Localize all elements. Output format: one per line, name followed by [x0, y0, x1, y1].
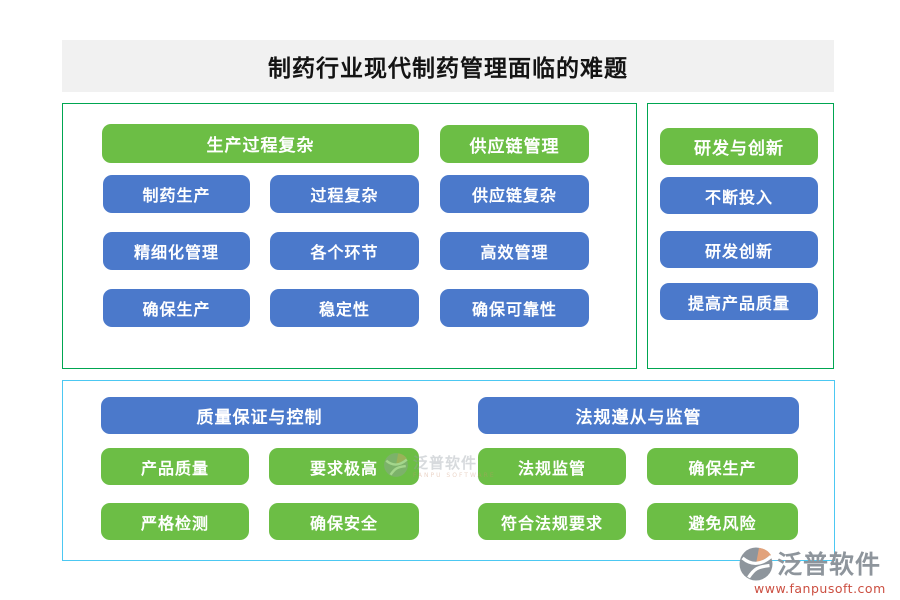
rnd-section: 研发与创新 不断投入 研发创新 提高产品质量: [647, 103, 834, 369]
node-each-link: 各个环节: [270, 232, 419, 270]
node-regulatory-supervision: 法规监管: [478, 448, 626, 485]
node-strict-testing: 严格检测: [101, 503, 249, 540]
node-product-quality: 产品质量: [101, 448, 249, 485]
diagram-title: 制药行业现代制药管理面临的难题: [62, 40, 834, 92]
fanpu-logo-icon: [738, 546, 774, 582]
node-pharma-production: 制药生产: [103, 175, 250, 213]
fanpu-logo-url: www.fanpusoft.com: [754, 581, 886, 596]
node-production-process-complex-header: 生产过程复杂: [102, 124, 419, 163]
node-ensure-production: 确保生产: [103, 289, 250, 327]
node-process-complex: 过程复杂: [270, 175, 419, 213]
node-refined-management: 精细化管理: [103, 232, 250, 270]
node-stability: 稳定性: [270, 289, 419, 327]
node-continuous-investment: 不断投入: [660, 177, 818, 214]
node-extremely-high-requirements: 要求极高: [269, 448, 419, 485]
node-ensure-reliability: 确保可靠性: [440, 289, 589, 327]
fanpu-logo-text: 泛普软件: [777, 549, 882, 579]
node-quality-assurance-control-header: 质量保证与控制: [101, 397, 418, 434]
production-section: 生产过程复杂 供应链管理 制药生产 过程复杂 供应链复杂 精细化管理 各个环节 …: [62, 103, 637, 369]
node-avoid-risk: 避免风险: [647, 503, 798, 540]
node-efficient-management: 高效管理: [440, 232, 589, 270]
node-comply-regulations: 符合法规要求: [478, 503, 626, 540]
node-ensure-production-compliance: 确保生产: [647, 448, 798, 485]
fanpu-logo: 泛普软件 www.fanpusoft.com: [738, 546, 886, 596]
node-regulatory-compliance-header: 法规遵从与监管: [478, 397, 799, 434]
node-ensure-safety: 确保安全: [269, 503, 419, 540]
node-supply-chain-management-header: 供应链管理: [440, 125, 589, 163]
quality-regulation-section: 质量保证与控制 法规遵从与监管 产品质量 要求极高 严格检测 确保安全 法规监管…: [62, 380, 835, 561]
node-improve-product-quality: 提高产品质量: [660, 283, 818, 320]
node-supply-chain-complex: 供应链复杂: [440, 175, 589, 213]
node-rnd-innovation: 研发创新: [660, 231, 818, 268]
node-rnd-innovation-header: 研发与创新: [660, 128, 818, 165]
